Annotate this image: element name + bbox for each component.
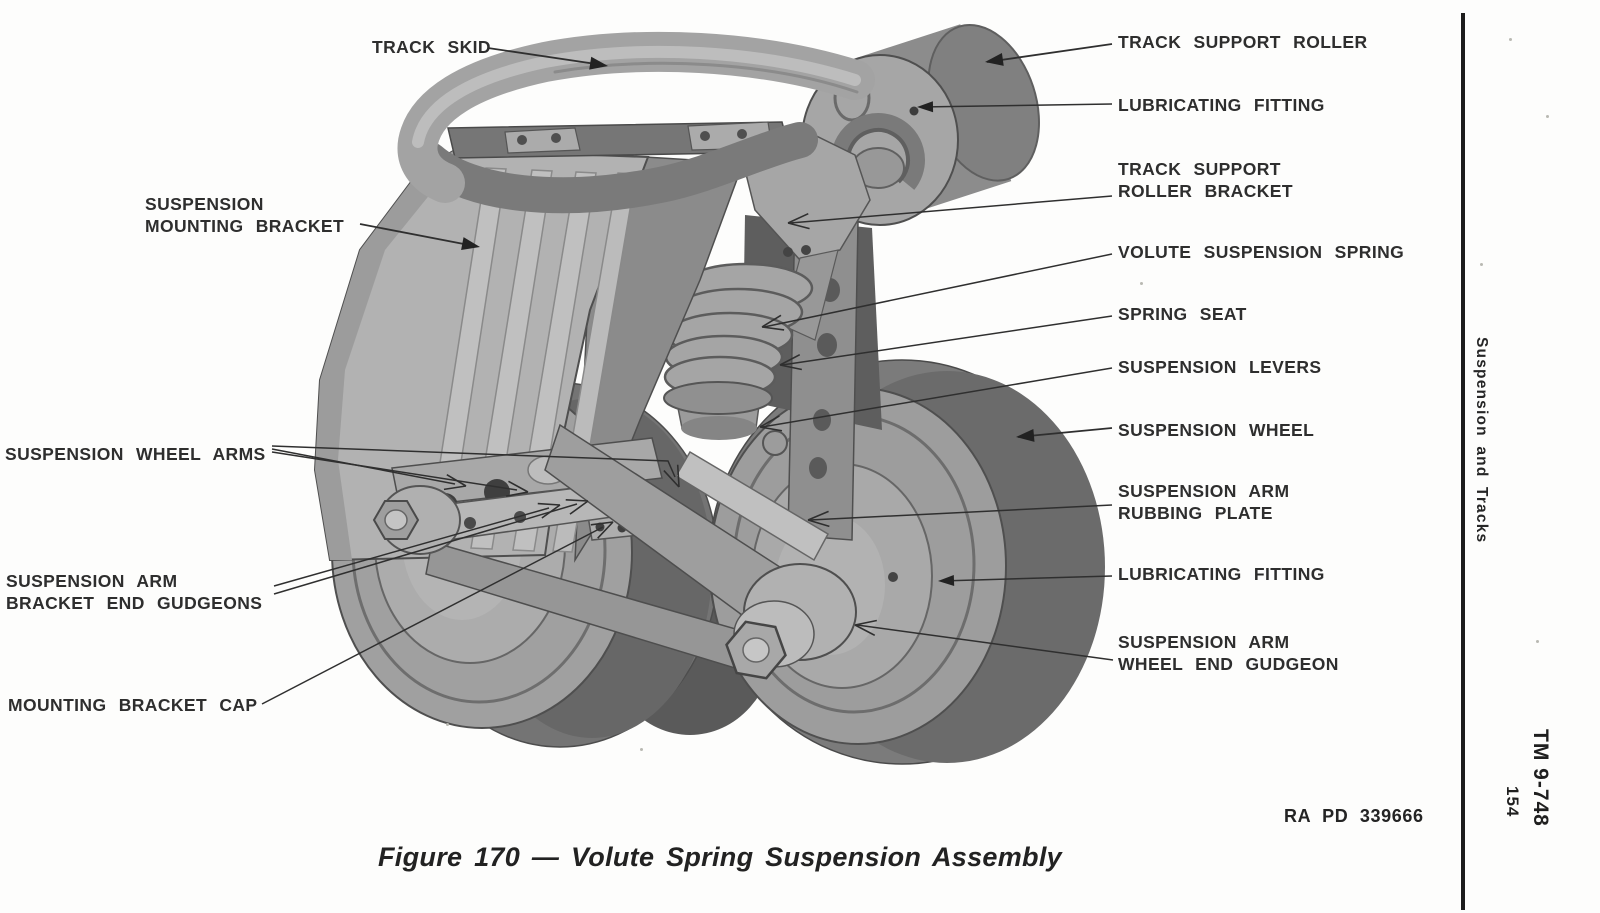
open-arrowheads — [443, 212, 878, 637]
arrowhead-track-skid — [589, 56, 608, 70]
leader-volute-suspension-spring — [763, 253, 1113, 328]
arrowhead-volute-suspension-spring — [761, 314, 785, 331]
leader-track-support-roller — [986, 43, 1113, 63]
left-hub — [372, 485, 461, 555]
label-suspension-arm-wheel-end-gudgeon: SUSPENSION ARM WHEEL END GUDGEON — [1118, 632, 1339, 674]
margin-page-number: 154 — [1503, 786, 1522, 818]
leader-lubricating-fitting-upper — [919, 103, 1113, 108]
label-track-skid: TRACK SKID — [372, 37, 491, 57]
label-suspension-mounting-bracket: SUSPENSION MOUNTING BRACKET — [145, 194, 345, 236]
leader-track-skid — [487, 47, 597, 65]
arrowhead-mounting-bracket-cap — [590, 521, 614, 539]
arrowhead-bracket-end-gudgeons-2 — [565, 498, 589, 515]
label-spring-seat: SPRING SEAT — [1118, 304, 1247, 324]
arrowhead-suspension-wheel-arms-1 — [443, 473, 467, 491]
photo-id: RA PD 339666 — [1284, 806, 1424, 826]
leader-suspension-wheel-arms-3 — [271, 445, 676, 478]
arrowhead-lubricating-fitting-lower — [938, 574, 955, 586]
label-suspension-levers: SUSPENSION LEVERS — [1118, 357, 1322, 377]
solid-arrowheads — [461, 53, 1035, 586]
paper-speck — [1509, 38, 1512, 41]
label-lubricating-fitting-upper: LUBRICATING FITTING — [1118, 95, 1325, 115]
leader-track-support-roller-bracket — [789, 195, 1113, 224]
paper-speck — [1480, 263, 1483, 266]
paper-speck — [1546, 115, 1549, 118]
label-mounting-bracket-cap: MOUNTING BRACKET CAP — [8, 695, 258, 715]
arrowhead-bracket-end-gudgeons-1 — [537, 502, 561, 519]
arrowhead-suspension-levers — [759, 415, 783, 432]
label-lubricating-fitting-lower: LUBRICATING FITTING — [1118, 564, 1325, 584]
arrowhead-suspension-arm-wheel-end-gudgeon — [854, 619, 878, 637]
arrowhead-suspension-wheel-arms-2 — [505, 480, 529, 497]
lubricating-fitting-lower-dot — [888, 572, 898, 582]
arrowhead-spring-seat — [779, 353, 803, 371]
arrowhead-track-support-roller — [985, 53, 1004, 66]
spring-seat-shape — [663, 381, 773, 440]
arrowhead-suspension-wheel-arms-3 — [663, 464, 680, 488]
label-suspension-wheel-arms: SUSPENSION WHEEL ARMS — [5, 444, 266, 464]
right-hub — [725, 563, 898, 680]
leader-bracket-end-gudgeons-1 — [273, 507, 550, 587]
margin-manual-number: TM 9-748 — [1529, 729, 1552, 827]
margin-section-title: Suspension and Tracks — [1473, 337, 1490, 544]
label-track-support-roller-bracket: TRACK SUPPORT ROLLER BRACKET — [1118, 159, 1293, 201]
label-suspension-wheel: SUSPENSION WHEEL — [1118, 420, 1315, 440]
leader-suspension-arm-wheel-end-gudgeon — [856, 624, 1114, 661]
leader-lubricating-fitting-lower — [940, 575, 1113, 582]
leader-suspension-wheel-arms-2 — [271, 451, 518, 491]
leader-suspension-mounting-bracket — [359, 223, 470, 246]
label-suspension-arm-rubbing-plate: SUSPENSION ARM RUBBING PLATE — [1118, 481, 1290, 523]
leader-suspension-arm-rubbing-plate — [809, 504, 1113, 521]
paper-speck — [1140, 282, 1143, 285]
track-skid-shape — [397, 31, 875, 214]
paper-speck — [446, 723, 449, 726]
paper-speck — [640, 748, 643, 751]
arrowhead-suspension-wheel — [1016, 428, 1035, 442]
suspension-arm-rubbing-plate-shape — [674, 450, 830, 562]
figure-caption: Figure 170 — Volute Spring Suspension As… — [378, 842, 1062, 872]
paper-speck — [1536, 640, 1539, 643]
label-track-support-roller: TRACK SUPPORT ROLLER — [1118, 32, 1368, 52]
margin-rule — [1461, 13, 1465, 910]
label-suspension-arm-bracket-end-gudgeons: SUSPENSION ARM BRACKET END GUDGEONS — [6, 571, 263, 613]
arrowhead-suspension-mounting-bracket — [461, 237, 480, 250]
suspension-levers-shape — [425, 423, 830, 673]
leader-suspension-levers — [761, 367, 1113, 428]
arrowhead-lubricating-fitting-upper — [917, 101, 934, 113]
arrowhead-suspension-arm-rubbing-plate — [807, 510, 830, 528]
leader-mounting-bracket-cap — [261, 526, 604, 705]
label-volute-suspension-spring: VOLUTE SUSPENSION SPRING — [1118, 242, 1405, 262]
lubricating-fitting-upper-dot — [909, 106, 919, 116]
arrowhead-track-support-roller-bracket — [787, 212, 810, 230]
leader-spring-seat — [781, 315, 1113, 366]
leader-bracket-end-gudgeons-2 — [273, 503, 578, 595]
